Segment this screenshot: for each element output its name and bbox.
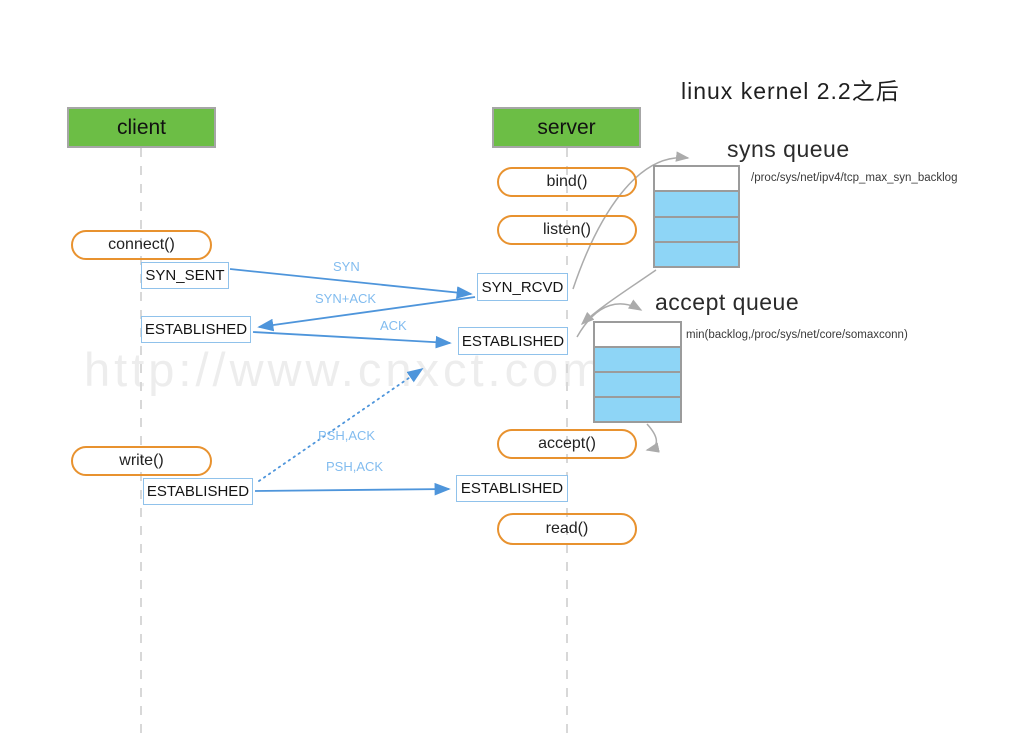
queue-slot-filled [595, 373, 680, 398]
queue-slot-empty [595, 323, 680, 348]
queue-slot-filled [595, 348, 680, 373]
established-label: ESTABLISHED [146, 483, 250, 500]
bind-call-pill: bind() [497, 167, 637, 197]
psh-ack-dotted-message-label: PSH,ACK [318, 428, 376, 443]
syns-queue-note: /proc/sys/net/ipv4/tcp_max_syn_backlog [751, 172, 958, 184]
syns-queue [653, 165, 740, 268]
queue-slot-filled [655, 192, 738, 218]
client-label: client [116, 115, 167, 139]
read-call-label: read() [545, 520, 589, 537]
accept-queue-note: min(backlog,/proc/sys/net/core/somaxconn… [686, 329, 908, 341]
accept-queue-title: accept queue [655, 289, 800, 315]
syn-ack-arrow [257, 296, 476, 332]
queue-slot-filled [595, 398, 680, 421]
psh-ack-arrow [254, 482, 451, 496]
server-established-state-1: ESTABLISHED [458, 327, 568, 355]
established-label: ESTABLISHED [460, 480, 564, 497]
accept-call-pill: accept() [497, 429, 637, 459]
established-label: ESTABLISHED [144, 321, 248, 338]
syn-sent-label: SYN_SENT [145, 267, 225, 284]
diagram-title: linux kernel 2.2之后 [681, 78, 900, 104]
connect-call-pill: connect() [71, 230, 212, 260]
accept-queue [593, 321, 682, 423]
server-label: server [537, 115, 596, 139]
client-established-state-1: ESTABLISHED [141, 316, 251, 343]
syn-ack-message-label: SYN+ACK [315, 291, 377, 306]
established-to-acceptqueue-curve [576, 299, 643, 338]
acceptqueue-to-accept-curve [645, 423, 660, 453]
syn-arrow [229, 268, 473, 299]
queue-slot-filled [655, 242, 738, 266]
write-call-pill: write() [71, 446, 212, 476]
ack-message-label: ACK [380, 318, 407, 333]
accept-call-label: accept() [538, 435, 596, 452]
listen-call-label: listen() [542, 221, 591, 238]
server-syn-rcvd-state: SYN_RCVD [477, 273, 568, 301]
syns-queue-title: syns queue [727, 136, 850, 162]
client-established-state-2: ESTABLISHED [143, 478, 253, 505]
ack-arrow [252, 331, 452, 349]
bind-call-label: bind() [546, 173, 588, 190]
connect-call-label: connect() [108, 236, 175, 253]
server-lane-header: server [492, 107, 641, 148]
synsqueue-to-established-curve [580, 269, 657, 326]
client-syn-sent-state: SYN_SENT [141, 262, 229, 289]
client-lane-header: client [67, 107, 216, 148]
psh-ack-message-label: PSH,ACK [326, 459, 384, 474]
listen-call-pill: listen() [497, 215, 637, 245]
established-label: ESTABLISHED [461, 332, 565, 350]
server-established-state-2: ESTABLISHED [456, 475, 568, 502]
queue-slot-filled [655, 217, 738, 243]
read-call-pill: read() [497, 513, 637, 545]
queue-slot-empty [655, 167, 738, 193]
syn-message-label: SYN [333, 259, 360, 274]
syn-rcvd-label: SYN_RCVD [481, 278, 564, 296]
write-call-label: write() [119, 452, 164, 469]
